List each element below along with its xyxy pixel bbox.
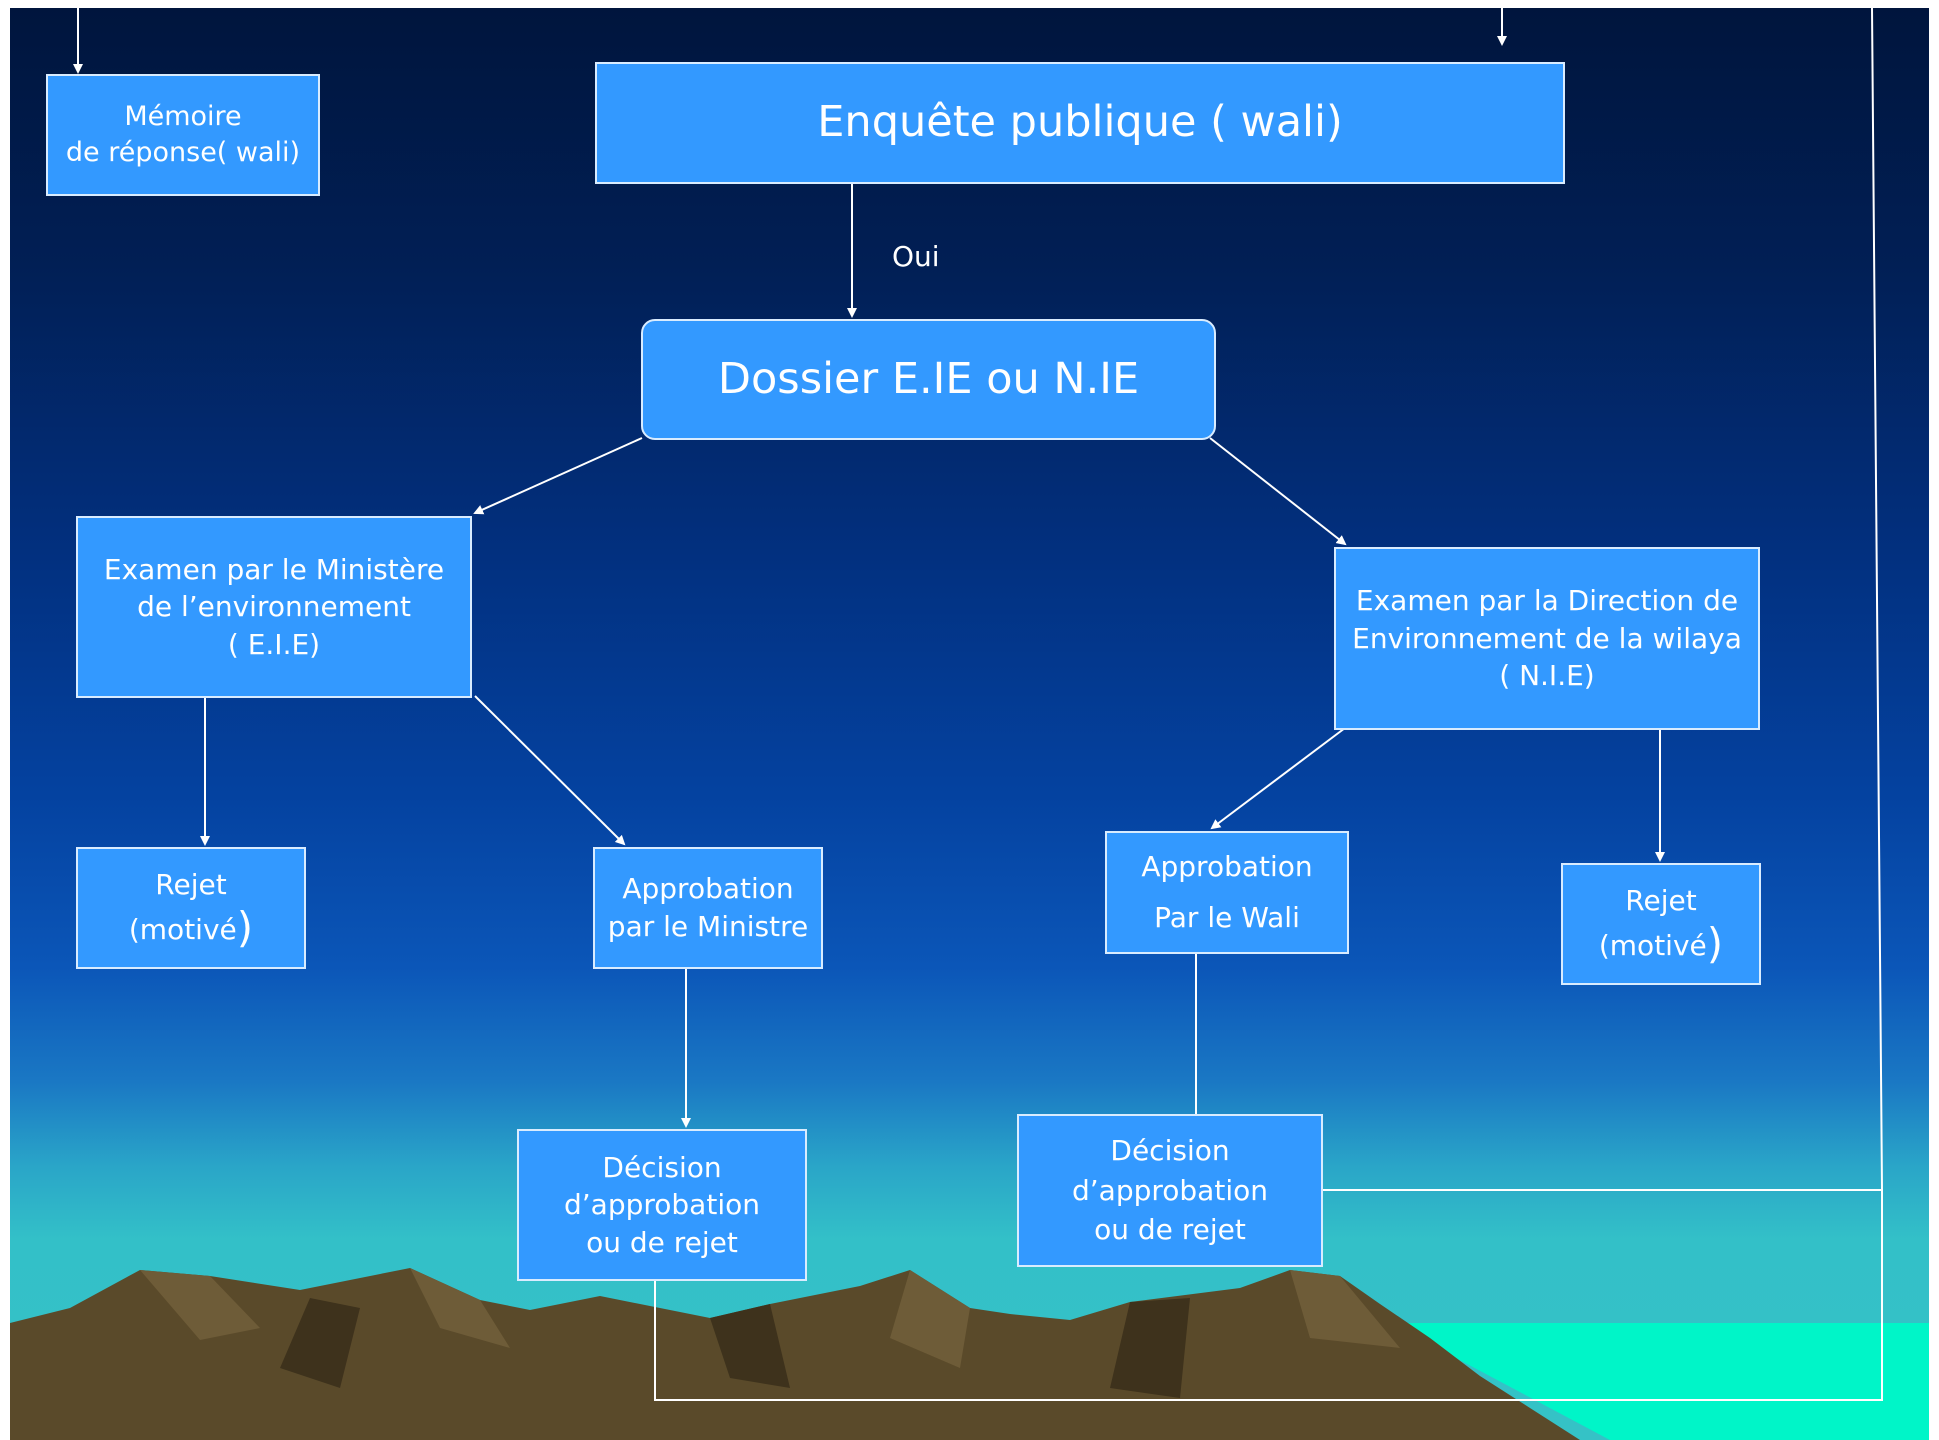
mountain-shadow (280, 1298, 360, 1388)
approbation-ministre-line-2: par le Ministre (607, 910, 809, 943)
arrow-direction-to-approbation-wali (1210, 727, 1346, 830)
rejet-left-line-1: Rejet (155, 868, 227, 902)
approbation-wali-line-1: Approbation (1141, 850, 1313, 884)
mountain-shadow (710, 1304, 790, 1388)
diagram-slide: Mémoire de réponse( wali) Enquête publiq… (10, 8, 1929, 1440)
memoire-box: Mémoire de réponse( wali) (46, 74, 320, 196)
approbation-wali-line-2: Par le Wali (1154, 900, 1300, 934)
examen-ministere-line-3: ( E.I.E) (227, 627, 321, 661)
mountain-highlight (1290, 1270, 1400, 1348)
examen-direction-box: Examen par la Direction de Environnement… (1334, 547, 1760, 730)
approbation-ministre-box: Approbation par le Ministre (593, 847, 823, 969)
sea-band (1390, 1323, 1929, 1440)
decision-right-line-1: Décision (1110, 1133, 1230, 1167)
examen-ministere-line-2: de l’environnement (137, 590, 411, 624)
rejet-right-line-1: Rejet (1625, 884, 1697, 918)
mountain-highlight (140, 1270, 260, 1340)
mountain-scenery (10, 1268, 1929, 1440)
approbation-ministre-line-1: Approbation (622, 872, 794, 906)
rejet-right-line-2: (motivé) (1598, 919, 1724, 968)
rejet-right-box: Rejet (motivé) (1561, 863, 1761, 985)
memoire-line-1: Mémoire (124, 100, 242, 132)
examen-ministere-box: Examen par le Ministère de l’environneme… (76, 516, 472, 698)
bottom-loop-line (654, 1190, 1883, 1401)
enquete-box: Enquête publique ( wali) (595, 62, 1565, 184)
decision-right-line-2: d’approbation (1072, 1173, 1268, 1207)
dossier-title: Dossier E.IE ou N.IE (717, 353, 1140, 404)
decision-right-box: Décision d’approbation ou de rejet (1017, 1114, 1323, 1267)
mountain-highlight (410, 1268, 510, 1348)
decision-left-line-1: Décision (602, 1150, 722, 1184)
decision-left-line-2: d’approbation (564, 1188, 760, 1222)
memoire-line-2: de réponse( wali) (65, 137, 301, 168)
decision-left-box: Décision d’approbation ou de rejet (517, 1129, 807, 1281)
rejet-left-box: Rejet (motivé) (76, 847, 306, 969)
rejet-left-line-2: (motivé) (128, 903, 254, 952)
mountain-highlight (890, 1270, 970, 1368)
oui-label: Oui (892, 240, 940, 273)
decision-left-line-3: ou de rejet (586, 1225, 738, 1259)
examen-direction-line-2: Environnement de la wilaya (1352, 621, 1742, 655)
dossier-box: Dossier E.IE ou N.IE (641, 319, 1216, 440)
arrow-dossier-to-ministere (473, 437, 643, 515)
examen-ministere-line-1: Examen par le Ministère (103, 552, 445, 586)
examen-direction-line-1: Examen par la Direction de (1355, 584, 1739, 618)
decision-right-line-3: ou de rejet (1094, 1213, 1246, 1247)
approbation-wali-box: Approbation Par le Wali (1105, 831, 1349, 954)
examen-direction-line-3: ( N.I.E) (1499, 659, 1595, 693)
mountain-shadow (1110, 1298, 1190, 1398)
arrow-ministere-to-approbation (474, 695, 626, 846)
arrow-dossier-to-direction (1209, 437, 1347, 546)
enquete-title: Enquête publique ( wali) (817, 97, 1343, 148)
connector-layer (73, 8, 1884, 1401)
